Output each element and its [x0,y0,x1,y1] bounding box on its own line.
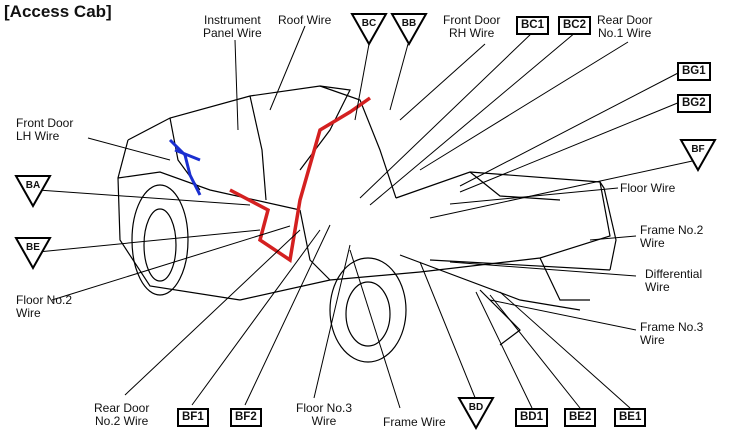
connector-triangle-bf: BF [679,138,717,173]
truck-body-outline [117,85,617,363]
label-front-door-rh-wire: Front Door RH Wire [443,13,501,40]
connector-triangle-bc: BC [350,12,388,47]
connector-code: BF [691,144,705,155]
roof-harness [229,96,372,263]
leader-lines [37,25,698,409]
label-floor-no3-wire: Floor No.3 Wire [296,401,353,428]
connector-triangle-be: BE [14,236,52,271]
label-front-door-lh-wire: Front Door LH Wire [16,116,74,143]
connector-box-be1: BE1 [614,408,647,427]
triangle-icon [390,13,428,47]
label-floor-wire: Floor Wire [620,181,676,195]
connector-box-bg2: BG2 [677,94,711,113]
label-rear-door-no2-wire: Rear Door No.2 Wire [94,401,150,428]
connector-box-be2: BE2 [564,408,597,427]
connector-triangle-bb: BB [390,12,428,47]
connector-code: BD [468,402,484,413]
connector-triangle-ba: BA [14,174,52,209]
connector-box-bf2: BF2 [230,408,262,427]
label-frame-no2-wire: Frame No.2 Wire [640,223,704,250]
label-rear-door-no1-wire: Rear Door No.1 Wire [597,13,653,40]
connector-box-bg1: BG1 [677,62,711,81]
triangle-icon [457,397,495,431]
connector-triangle-bd: BD [457,396,495,431]
front-door-lh-harness [168,138,202,196]
label-differential-wire: Differential Wire [645,267,703,294]
connector-box-bc2: BC2 [558,16,592,35]
connector-box-bd1: BD1 [515,408,549,427]
diagram-title: [Access Cab] [4,2,112,21]
label-frame-wire: Frame Wire [383,415,446,429]
label-roof-wire: Roof Wire [278,13,332,27]
label-instrument-panel-wire: Instrument Panel Wire [203,13,262,40]
connector-box-bc1: BC1 [516,16,550,35]
label-frame-no3-wire: Frame No.3 Wire [640,320,704,347]
connector-box-bf1: BF1 [177,408,209,427]
triangle-icon [14,175,52,209]
connector-code: BB [401,18,417,29]
connector-code: BE [26,242,40,253]
triangle-icon [14,237,52,271]
connector-code: BA [25,180,41,191]
triangle-icon [679,139,717,173]
connector-code: BC [361,18,377,29]
label-floor-no2-wire: Floor No.2 Wire [16,293,73,320]
triangle-icon [350,13,388,47]
